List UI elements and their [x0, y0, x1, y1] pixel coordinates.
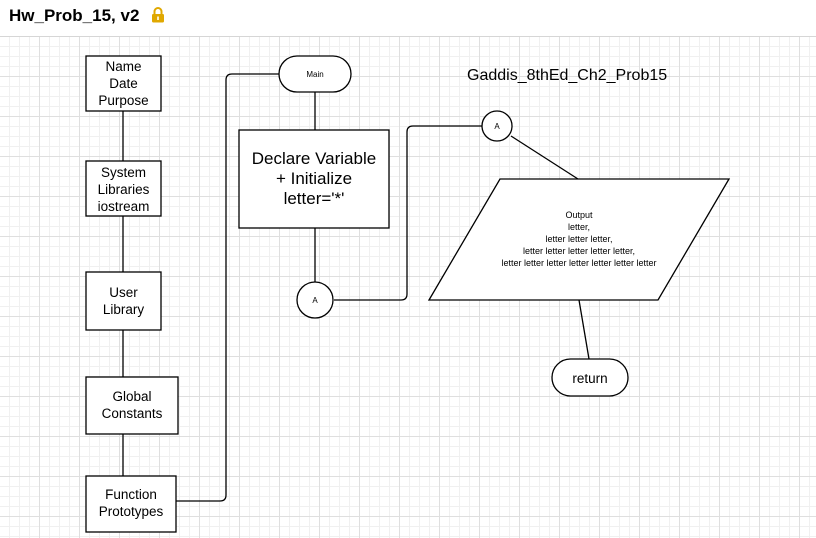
system-libraries-box[interactable]: System Libraries iostream [85, 160, 162, 217]
box-line: Global [112, 389, 151, 404]
connector-a-top[interactable]: A [481, 110, 513, 142]
function-prototypes-box[interactable]: Function Prototypes [85, 475, 177, 533]
box-line: Name [105, 59, 141, 74]
document-title[interactable]: Hw_Prob_15, v2 [9, 6, 140, 25]
box-line: Libraries [98, 182, 150, 197]
box-line: Purpose [98, 93, 148, 108]
diagram-canvas[interactable]: Name Date Purpose System Libraries iostr… [0, 37, 816, 538]
output-line: letter, [568, 222, 590, 232]
connector-line [510, 135, 579, 180]
terminal-label: return [572, 371, 607, 386]
terminal-label: Main [306, 70, 323, 79]
box-line: letter='*' [284, 189, 345, 208]
connector-line [334, 125, 482, 301]
connector-a-bottom[interactable]: A [296, 281, 334, 319]
box-line: Declare Variable [252, 149, 376, 168]
flowchart: Name Date Purpose System Libraries iostr… [85, 55, 731, 533]
box-line: Constants [102, 406, 163, 421]
box-line: iostream [98, 199, 150, 214]
box-line: Library [103, 302, 145, 317]
connector-label: A [494, 122, 500, 131]
user-library-box[interactable]: User Library [85, 271, 162, 331]
connector-line [578, 299, 590, 360]
title-bar: Hw_Prob_15, v2 [0, 0, 816, 37]
output-line: Output [565, 210, 593, 220]
box-line: System [101, 165, 146, 180]
box-line: User [109, 285, 138, 300]
name-date-purpose-box[interactable]: Name Date Purpose [85, 55, 162, 112]
box-line: + Initialize [276, 169, 352, 188]
declare-variable-box[interactable]: Declare Variable + Initialize letter='*' [238, 129, 390, 229]
box-line: Prototypes [99, 504, 164, 519]
output-parallelogram[interactable]: Output letter, letter letter letter, let… [427, 178, 731, 301]
lock-icon[interactable] [151, 7, 165, 23]
main-terminal[interactable]: Main [278, 55, 352, 93]
box-line: Date [109, 76, 138, 91]
output-line: letter letter letter letter letter lette… [501, 258, 656, 268]
diagram-heading: Gaddis_8thEd_Ch2_Prob15 [467, 67, 667, 84]
output-line: letter letter letter letter letter, [523, 246, 635, 256]
box-line: Function [105, 487, 157, 502]
connector-line [176, 73, 279, 502]
connector-label: A [312, 296, 318, 305]
return-terminal[interactable]: return [551, 358, 629, 397]
output-line: letter letter letter, [545, 234, 612, 244]
global-constants-box[interactable]: Global Constants [85, 376, 179, 435]
